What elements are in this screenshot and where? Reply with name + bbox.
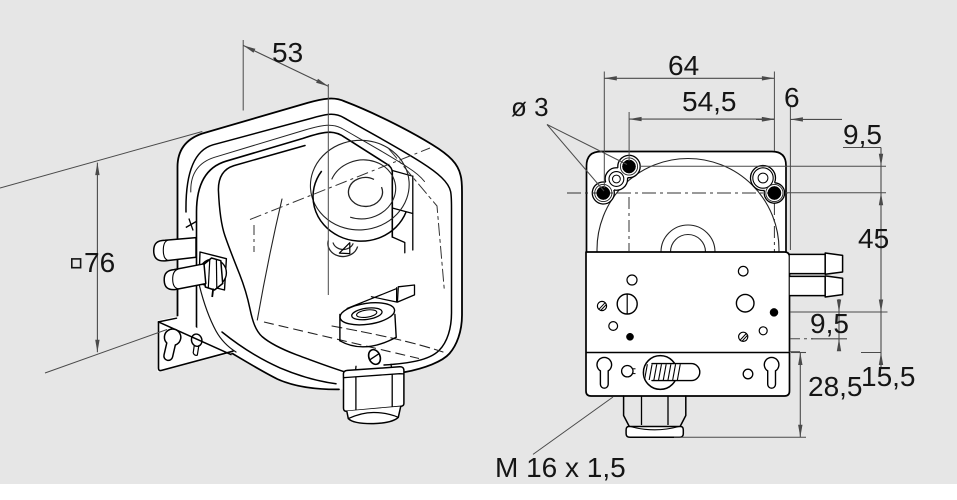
- svg-text:28,5: 28,5: [808, 371, 863, 402]
- svg-text:64: 64: [668, 50, 699, 81]
- svg-text:76: 76: [84, 247, 115, 278]
- svg-text:9,5: 9,5: [843, 119, 882, 150]
- svg-text:M 16 x 1,5: M 16 x 1,5: [495, 452, 626, 483]
- svg-text:54,5: 54,5: [682, 86, 737, 117]
- svg-text:6: 6: [784, 82, 800, 113]
- svg-text:9,5: 9,5: [810, 308, 849, 339]
- svg-text:ø 3: ø 3: [511, 92, 549, 122]
- svg-text:45: 45: [858, 223, 889, 254]
- svg-text:53: 53: [272, 37, 303, 68]
- svg-text:15,5: 15,5: [861, 361, 916, 392]
